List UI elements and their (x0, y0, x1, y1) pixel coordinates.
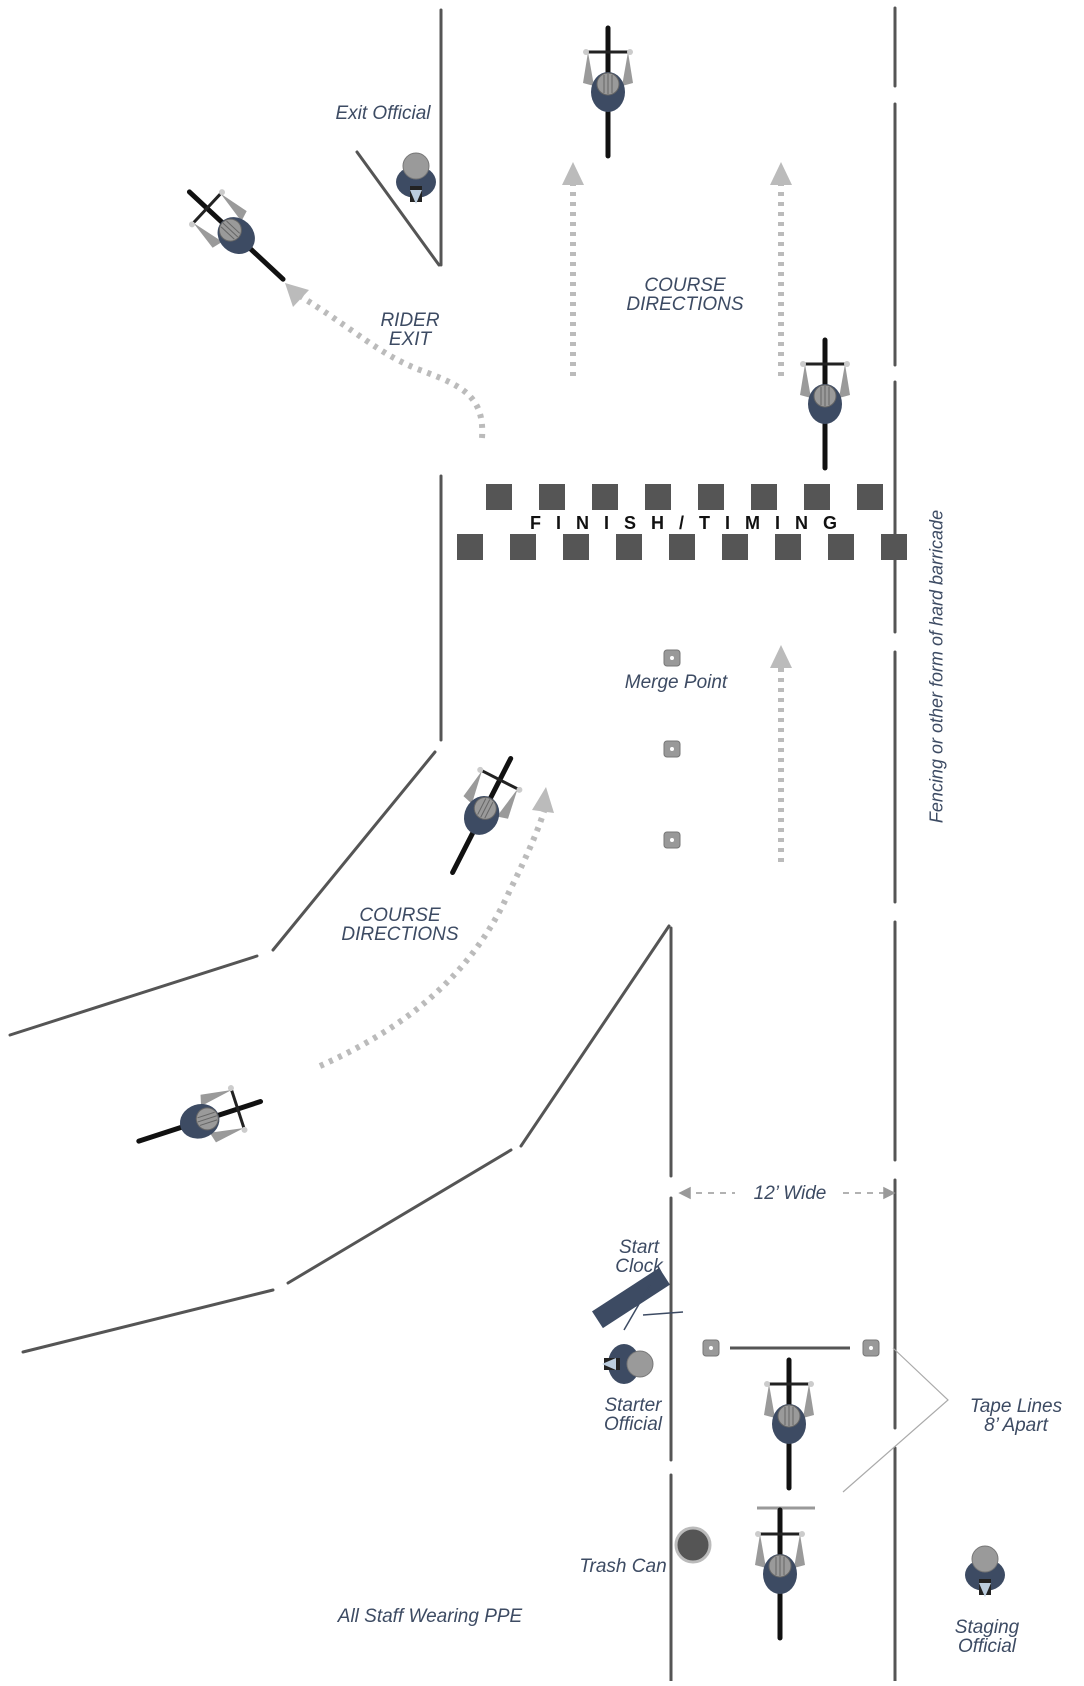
checker-square (751, 484, 777, 510)
finish-timing-label: FINISH/TIMING (530, 513, 852, 533)
cyclist-icon (800, 340, 850, 468)
cyclist-icon (583, 28, 633, 156)
exit-official-label: Exit Official (335, 103, 431, 124)
label-line: DIRECTIONS (626, 294, 744, 315)
tape-lines-callout (842, 1347, 949, 1493)
cone-icon (663, 740, 681, 758)
label-line: Start (618, 1237, 660, 1258)
width-label: 12’ Wide (753, 1183, 827, 1204)
finish-line-checkers (457, 484, 907, 560)
start-clock-label: Start Clock (594, 1238, 684, 1276)
cyclist-icon (755, 1510, 805, 1638)
checker-square (828, 534, 854, 560)
checker-square (510, 534, 536, 560)
official-icon (395, 152, 437, 205)
rider-exit-label: RIDER EXIT (370, 311, 450, 349)
arrowheads (285, 162, 792, 813)
checker-square (722, 534, 748, 560)
checker-square (669, 534, 695, 560)
label-line: Official (603, 1414, 663, 1435)
cyclist-icon (131, 1078, 268, 1165)
checker-square (698, 484, 724, 510)
checker-square (645, 484, 671, 510)
cone-icon (702, 1339, 720, 1357)
trash-can-icon (674, 1526, 712, 1564)
label-line: Starter (604, 1395, 662, 1416)
trash-can-label: Trash Can (579, 1556, 667, 1577)
official-icon (601, 1343, 654, 1385)
course-directions-bottom-label: COURSE DIRECTIONS (325, 906, 475, 944)
barrier-lines (8, 6, 897, 1683)
cyclist-icon (172, 174, 300, 298)
staging-official-label: Staging Official (942, 1618, 1032, 1656)
checker-square (563, 534, 589, 560)
label-line: Staging (954, 1617, 1020, 1638)
official-icon (964, 1545, 1006, 1598)
checker-square (857, 484, 883, 510)
direction-arrows (298, 185, 784, 1069)
checker-square (775, 534, 801, 560)
tape-lines (730, 1346, 850, 1510)
merge-point-label: Merge Point (624, 672, 728, 693)
staff-note-label: All Staff Wearing PPE (337, 1606, 523, 1627)
label-line: COURSE (359, 905, 441, 926)
cone-icon (663, 649, 681, 667)
course-directions-top-label: COURSE DIRECTIONS (610, 276, 760, 314)
cyclist-icon (764, 1360, 814, 1488)
fencing-label: Fencing or other form of hard barricade (926, 509, 947, 824)
cone-icon (663, 831, 681, 849)
label-line: EXIT (388, 329, 432, 350)
checker-square (539, 484, 565, 510)
label-line: Official (957, 1636, 1017, 1657)
checker-square (457, 534, 483, 560)
cyclist-icon (430, 747, 533, 884)
label-line: DIRECTIONS (341, 924, 459, 945)
label-line: Clock (615, 1256, 663, 1277)
label-line: Tape Lines (969, 1396, 1063, 1417)
checker-square (486, 484, 512, 510)
checker-square (804, 484, 830, 510)
checker-square (592, 484, 618, 510)
width-dimension (678, 1186, 896, 1200)
checker-square (616, 534, 642, 560)
label-line: RIDER (380, 310, 440, 331)
label-line: 8’ Apart (984, 1415, 1048, 1436)
starter-official-label: Starter Official (583, 1396, 683, 1434)
tape-lines-label: Tape Lines 8’ Apart (956, 1397, 1076, 1435)
label-line: COURSE (644, 275, 726, 296)
cone-icon (862, 1339, 880, 1357)
start-clock-icon (592, 1267, 670, 1329)
checker-square (881, 534, 907, 560)
